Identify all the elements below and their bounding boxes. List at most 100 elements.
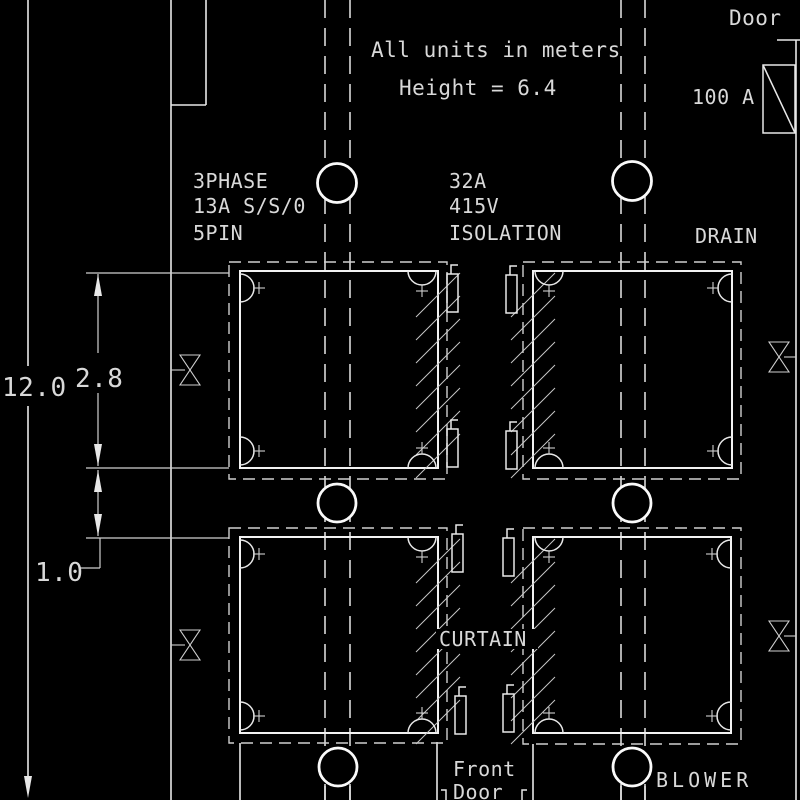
power-spec-line-3: 5PIN [193, 221, 243, 245]
labels-group: All units in meters Height = 6.4 Door 10… [2, 6, 782, 800]
structure-walls [24, 0, 800, 800]
unit-bottom-right [502, 527, 742, 745]
unit-bottom-left [228, 524, 467, 745]
pipe-junction-circle [317, 746, 359, 788]
valve-icon [178, 644, 202, 661]
dim-arrow-icon [94, 274, 102, 296]
unit-top-left-room-outline [239, 270, 439, 469]
unit-top-left-bl-lamp-icon [239, 436, 255, 466]
unit-top-right-curtain-hatch-line [510, 272, 556, 318]
unit-bottom-left-curtain-hatch-line [415, 584, 461, 630]
isolator-spec-line-2: 415V [449, 194, 499, 218]
unit-top-right [505, 261, 742, 480]
breaker-rating-label: 100 A [692, 85, 755, 109]
valve-icon [178, 354, 202, 371]
dim-text-mask [70, 353, 126, 393]
unit-bottom-right-room-outline [532, 536, 732, 734]
valve-icon [767, 635, 791, 652]
unit-top-right-curtain-hatch-line [510, 318, 556, 364]
unit-top-right-socket-hook [509, 265, 517, 275]
unit-bottom-right-curtain-hatch-line [510, 653, 556, 699]
pipe-junction-circle [611, 482, 653, 524]
unit-bottom-right-dashed-outline [522, 527, 742, 745]
isolator-spec-line-3: ISOLATION [449, 221, 562, 245]
unit-bottom-right-tl-lamp-icon [534, 536, 564, 552]
dim-text-mask [0, 366, 62, 406]
dimensions-group [0, 272, 229, 569]
height-note: Height = 6.4 [399, 76, 557, 100]
unit-top-left-socket-hook [450, 419, 458, 429]
unit-bottom-left-tr-lamp-icon [407, 536, 437, 552]
valves-group [171, 341, 796, 661]
front-door-label-line-2: Door [453, 780, 503, 800]
dim-arrow-icon [94, 514, 102, 536]
unit-top-right-tr-lamp-icon [717, 273, 733, 303]
valve-icon [767, 356, 791, 373]
dim-overall-text: 12.0 [2, 373, 67, 403]
front-door-label-line-1: Front [453, 757, 516, 781]
door-leaf-rect [762, 64, 796, 134]
unit-top-left-socket-hook [450, 264, 458, 274]
pipe-junction-circle [316, 482, 358, 524]
unit-bottom-left-dashed-outline [228, 527, 448, 744]
valve-icon [178, 629, 202, 646]
pipe-junction-circle [316, 162, 358, 204]
dim-arrow-icon [94, 470, 102, 492]
unit-bottom-right-curtain-hatch-line [510, 699, 556, 745]
dim-gap-text: 1.0 [35, 558, 83, 588]
unit-top-right-dashed-outline [522, 261, 742, 480]
isolator-spec-line-1: 32A [449, 169, 487, 193]
unit-bottom-left-curtain-hatch-line [415, 699, 461, 745]
unit-bottom-right-br-lamp-icon [716, 701, 732, 731]
valve-icon [767, 620, 791, 637]
door-leaf-diagonal [762, 64, 796, 134]
unit-bottom-left-socket-hook [455, 524, 463, 534]
valve-icon [178, 369, 202, 386]
dim-arrow-icon [94, 444, 102, 466]
unit-bottom-left-socket-icon [451, 533, 464, 573]
curtain-label: CURTAIN [439, 627, 527, 651]
unit-bottom-right-socket-icon [502, 693, 515, 733]
unit-top-right-socket-icon [505, 274, 518, 314]
valve-icon [767, 341, 791, 358]
unit-top-left-socket-icon [446, 273, 459, 313]
unit-top-right-socket-icon [505, 430, 518, 470]
unit-top-right-curtain-hatch-line [510, 387, 556, 433]
pipe-runs [324, 0, 646, 800]
unit-bottom-right-socket-icon [502, 537, 515, 577]
power-spec-line-2: 13A S/S/0 [193, 194, 306, 218]
unit-bottom-right-bl-lamp-icon [534, 718, 564, 734]
unit-top-left-dashed-outline [228, 261, 448, 480]
unit-bottom-left-curtain-hatch-line [415, 653, 461, 699]
unit-top-right-room-outline [532, 270, 733, 469]
unit-top-left-tl-lamp-icon [239, 273, 255, 303]
unit-bottom-right-curtain-hatch-line [510, 584, 556, 630]
units-group [228, 261, 742, 745]
unit-bottom-left-socket-icon [454, 695, 467, 735]
entry-door-symbol [762, 64, 796, 134]
unit-bottom-left-br-lamp-icon [407, 718, 437, 734]
dim-room-height-text: 2.8 [75, 364, 123, 394]
drain-label: DRAIN [695, 224, 758, 248]
unit-top-left-curtain-hatch-line [415, 364, 461, 410]
unit-top-left-tr-lamp-icon [407, 270, 437, 286]
unit-bottom-right-curtain-hatch-line [510, 538, 556, 584]
power-spec-line-1: 3PHASE [193, 169, 268, 193]
unit-top-left-curtain-hatch-line [415, 272, 461, 318]
unit-bottom-right-socket-hook [506, 684, 514, 694]
unit-top-right-curtain-hatch-line [510, 410, 556, 456]
door-label: Door [729, 6, 782, 30]
unit-bottom-left-curtain-hatch-line [415, 676, 461, 722]
unit-top-right-curtain-hatch-line [510, 364, 556, 410]
unit-bottom-right-tr-lamp-icon [716, 539, 732, 569]
unit-top-right-curtain-hatch-line [510, 341, 556, 387]
unit-bottom-left-bl-lamp-icon [239, 701, 255, 731]
unit-bottom-right-curtain-hatch-line [510, 561, 556, 607]
front-door-tick-right [521, 789, 527, 800]
unit-top-left [228, 261, 461, 480]
unit-top-left-curtain-hatch-line [415, 387, 461, 433]
unit-bottom-left-tl-lamp-icon [239, 539, 255, 569]
unit-top-left-curtain-hatch-line [415, 341, 461, 387]
